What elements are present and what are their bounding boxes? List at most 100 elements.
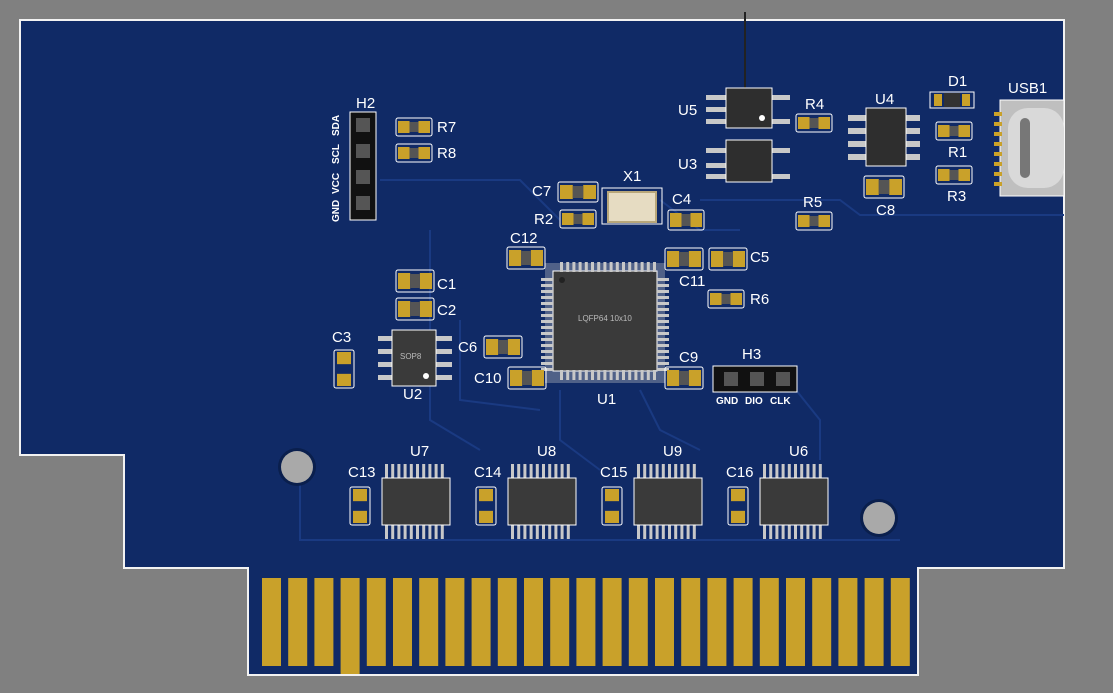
label-c1: C1 [437, 276, 457, 293]
passive-body [522, 371, 532, 385]
passive-pad [958, 125, 970, 137]
passive-outline [475, 486, 497, 526]
passive-outline [483, 335, 523, 359]
label-c4: C4 [672, 191, 692, 208]
tssop-pin [535, 464, 539, 478]
u1-pin [541, 314, 553, 317]
passive-pad [731, 489, 745, 502]
u5-chip [706, 87, 790, 129]
tssop-chips [381, 464, 829, 539]
tssop-pin [686, 464, 690, 478]
label-c8: C8 [876, 202, 896, 219]
tssop-pin [517, 525, 521, 539]
u1-pin [591, 262, 594, 272]
passive-pad [731, 510, 745, 523]
tssop-pin [560, 464, 564, 478]
u1-pin [657, 368, 669, 371]
h3-pin-gnd: GND [716, 396, 739, 407]
passive-pad [710, 293, 722, 305]
tssop-pin [566, 525, 570, 539]
label-c12: C12 [510, 230, 538, 247]
edge-finger [707, 578, 727, 666]
tssop-pin [422, 525, 426, 539]
passive-pad [818, 215, 830, 227]
tssop-pin [440, 525, 444, 539]
passive-body [410, 302, 420, 316]
label-r5: R5 [803, 194, 823, 211]
passive-pad [889, 179, 902, 195]
passive-pad [479, 489, 493, 502]
u1-pin [584, 262, 588, 272]
passive-body [409, 148, 419, 158]
passive-pad [798, 117, 810, 129]
u1-pin [634, 262, 638, 272]
tssop-pin [781, 525, 785, 539]
tssop-pin [800, 525, 804, 539]
edge-finger [759, 578, 779, 666]
tssop-pin [781, 464, 785, 478]
label-c5: C5 [750, 249, 770, 266]
tssop-pin [680, 525, 684, 539]
passive-pad [670, 213, 682, 227]
label-usb1: USB1 [1008, 80, 1048, 97]
tssop-pin [409, 464, 413, 478]
edge-finger [340, 578, 360, 674]
tssop-pin [649, 464, 653, 478]
u1-pin [657, 350, 669, 353]
passive-body [721, 294, 731, 304]
tssop-pin [560, 525, 564, 539]
edge-finger [812, 578, 832, 666]
tssop-pin [403, 464, 407, 478]
tssop-pin [692, 464, 696, 478]
tssop-pin [806, 464, 810, 478]
u1-pin [657, 338, 669, 341]
passive-outline [795, 211, 833, 231]
passive-pad [688, 370, 701, 386]
tssop-pin [535, 525, 539, 539]
passive-pad [938, 125, 950, 137]
passive-body [521, 251, 531, 265]
label-u5: U5 [678, 102, 698, 119]
passive-pad [398, 301, 411, 317]
passive-outline [506, 246, 546, 270]
tssop-pin [686, 525, 690, 539]
tssop-pin [649, 525, 653, 539]
tssop-pin [661, 464, 665, 478]
tssop-pin [554, 464, 558, 478]
u1-pin [657, 320, 669, 323]
passive-pad [510, 370, 523, 386]
u1-pin [541, 290, 553, 293]
tssop-pin [391, 464, 395, 478]
tssop-pin [668, 464, 671, 478]
tssop-pin [674, 464, 678, 478]
tssop-pin [523, 525, 527, 539]
passive-pad [688, 251, 701, 267]
u1-pin [566, 262, 570, 272]
label-r8: R8 [437, 145, 457, 162]
passive-pad [560, 185, 573, 199]
u3-chip [706, 139, 790, 183]
label-c9: C9 [679, 349, 699, 366]
label-c15: C15 [600, 464, 628, 481]
mounting-holes [278, 448, 898, 537]
tssop-body [759, 477, 829, 526]
label-u1: U1 [597, 391, 617, 408]
u1-pin [597, 370, 601, 380]
h2-pin-scl: SCL [331, 144, 342, 164]
u1-pin [566, 370, 570, 380]
tssop-pin [428, 464, 432, 478]
u1-pin [609, 262, 613, 272]
tssop-body [633, 477, 703, 526]
tssop-pin [428, 525, 432, 539]
label-u4: U4 [875, 91, 895, 108]
u1-pin [657, 314, 669, 317]
tssop-pin [763, 464, 766, 478]
tssop-body [381, 477, 451, 526]
tssop-pin [806, 525, 810, 539]
passive-pad [732, 251, 745, 267]
tssop-pin [661, 525, 665, 539]
label-u7: U7 [410, 443, 430, 460]
tssop-pin [637, 464, 640, 478]
u1-pin [560, 370, 563, 380]
h2-pin-sda: SDA [331, 114, 342, 136]
